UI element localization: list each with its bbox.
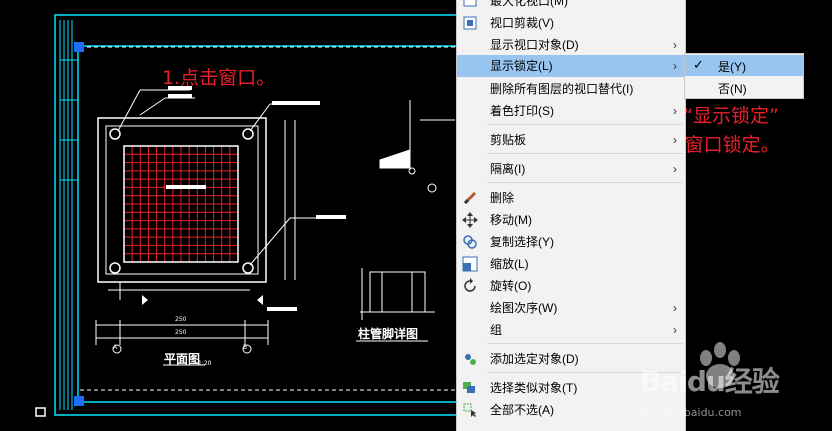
menu-item-erase[interactable]: 删除 [457,187,685,209]
menu-item-maximize-viewport[interactable]: 最大化视口(M) [457,0,685,12]
dimension-lines [95,120,296,345]
anchor-bolts [109,128,254,274]
submenu-arrow-icon: › [673,38,677,52]
viewport-inner-border [77,45,474,403]
menu-item-add-selected[interactable]: 添加选定对象(D) [457,348,685,370]
submenu-item-label: 否(N) [718,82,747,96]
axis-label-a: A [113,344,118,351]
menu-item-rotate[interactable]: 旋转(O) [457,275,685,297]
detail-title: 柱管脚详图 [358,327,419,341]
submenu-item-no[interactable]: 否(N) [685,77,803,98]
deselect-all-icon [462,402,478,418]
dim-label-2: 250 [175,329,187,336]
move-icon [462,212,478,228]
rebar-grid-border [123,145,239,263]
menu-item-display-lock[interactable]: 显示锁定(L) › [457,55,685,77]
menu-item-label: 剪贴板 [490,133,527,147]
plan-title: 平面图 [164,352,201,366]
plan-scale: 1:20 [198,360,212,367]
menu-separator [487,153,683,154]
menu-item-label: 缩放(L) [490,257,529,271]
menu-item-label: 移动(M) [490,213,532,227]
menu-item-clipboard[interactable]: 剪贴板 › [457,129,685,151]
submenu-arrow-icon: › [673,301,677,315]
checkmark-icon: ✓ [693,57,704,72]
plan-inner-rect [105,125,259,275]
plan-arrows [142,295,263,305]
ucs-icon [35,407,46,417]
menu-item-label: 绘图次序(W) [490,301,558,315]
menu-item-remove-overrides[interactable]: 删除所有图层的视口替代(I) [457,78,685,100]
rebar-grid [124,146,238,262]
rotate-icon [462,278,478,294]
maximize-viewport-icon [462,0,478,9]
baidu-paw-icon [700,342,740,388]
menu-item-label: 显示视口对象(D) [490,38,579,52]
eraser-icon [462,190,478,206]
menu-separator [487,343,683,344]
menu-item-group[interactable]: 组 › [457,319,685,341]
menu-item-copy-selection[interactable]: 复制选择(Y) [457,231,685,253]
add-selected-icon [462,351,478,367]
context-menu: 最大化视口(M) 视口剪裁(V) 显示视口对象(D) › 显示锁定(L) › 删… [456,0,686,431]
submenu-arrow-icon: › [673,323,677,337]
axis-bubbles [112,344,252,354]
submenu-item-yes[interactable]: ✓ 是(Y) [685,55,803,76]
copy-icon [462,234,478,250]
menu-item-clip-viewport[interactable]: 视口剪裁(V) [457,12,685,34]
menu-item-deselect-all[interactable]: 全部不选(A) [457,399,685,421]
menu-item-label: 删除 [490,191,515,205]
display-lock-submenu: ✓ 是(Y) 否(N) [684,53,804,99]
plan-outer-rect [97,117,267,283]
viewport-grip-bottom-left[interactable] [74,396,84,406]
menu-item-label: 复制选择(Y) [490,235,554,249]
watermark-brand: Baidu经验 [640,365,780,398]
menu-separator [487,372,683,373]
submenu-arrow-icon: › [673,59,677,73]
leader-labels [166,86,346,311]
menu-item-label: 视口剪裁(V) [490,16,554,30]
menu-item-label: 全部不选(A) [490,403,554,417]
annotation-step-1: 1.点击窗口。 [162,67,276,89]
scale-icon [462,256,478,272]
dim-label-1: 250 [175,316,187,323]
watermark-url: jingyan.baidu.com [640,406,742,419]
menu-item-label: 着色打印(S) [490,104,554,118]
menu-item-label: 删除所有图层的视口替代(I) [490,82,634,96]
menu-item-label: 添加选定对象(D) [490,352,579,366]
menu-item-label: 隔离(I) [490,162,526,176]
menu-item-shade-plot[interactable]: 着色打印(S) › [457,100,685,122]
menu-separator [487,124,683,125]
base-plate-detail [360,100,455,320]
menu-item-label: 显示锁定(L) [490,59,553,73]
submenu-arrow-icon: › [673,162,677,176]
menu-item-draw-order[interactable]: 绘图次序(W) › [457,297,685,319]
menu-item-label: 选择类似对象(T) [490,381,578,395]
select-similar-icon [462,380,478,396]
submenu-item-label: 是(Y) [718,60,746,74]
menu-item-label: 最大化视口(M) [490,0,568,8]
menu-separator [487,182,683,183]
submenu-arrow-icon: › [673,104,677,118]
leader-lines [117,89,345,266]
frame-left-lines [59,20,78,410]
axis-label-b: B [243,344,248,351]
menu-item-select-similar[interactable]: 选择类似对象(T) [457,377,685,399]
viewport-grip-top-left[interactable] [74,42,84,52]
menu-item-scale[interactable]: 缩放(L) [457,253,685,275]
clip-viewport-icon [462,15,478,31]
menu-item-label: 组 [490,323,503,337]
menu-item-label: 旋转(O) [490,279,532,293]
menu-item-move[interactable]: 移动(M) [457,209,685,231]
submenu-arrow-icon: › [673,133,677,147]
baidu-watermark: Baidu经验 jingyan.baidu.com [640,340,830,430]
menu-item-show-viewport-objects[interactable]: 显示视口对象(D) › [457,34,685,56]
menu-item-isolate[interactable]: 隔离(I) › [457,158,685,180]
